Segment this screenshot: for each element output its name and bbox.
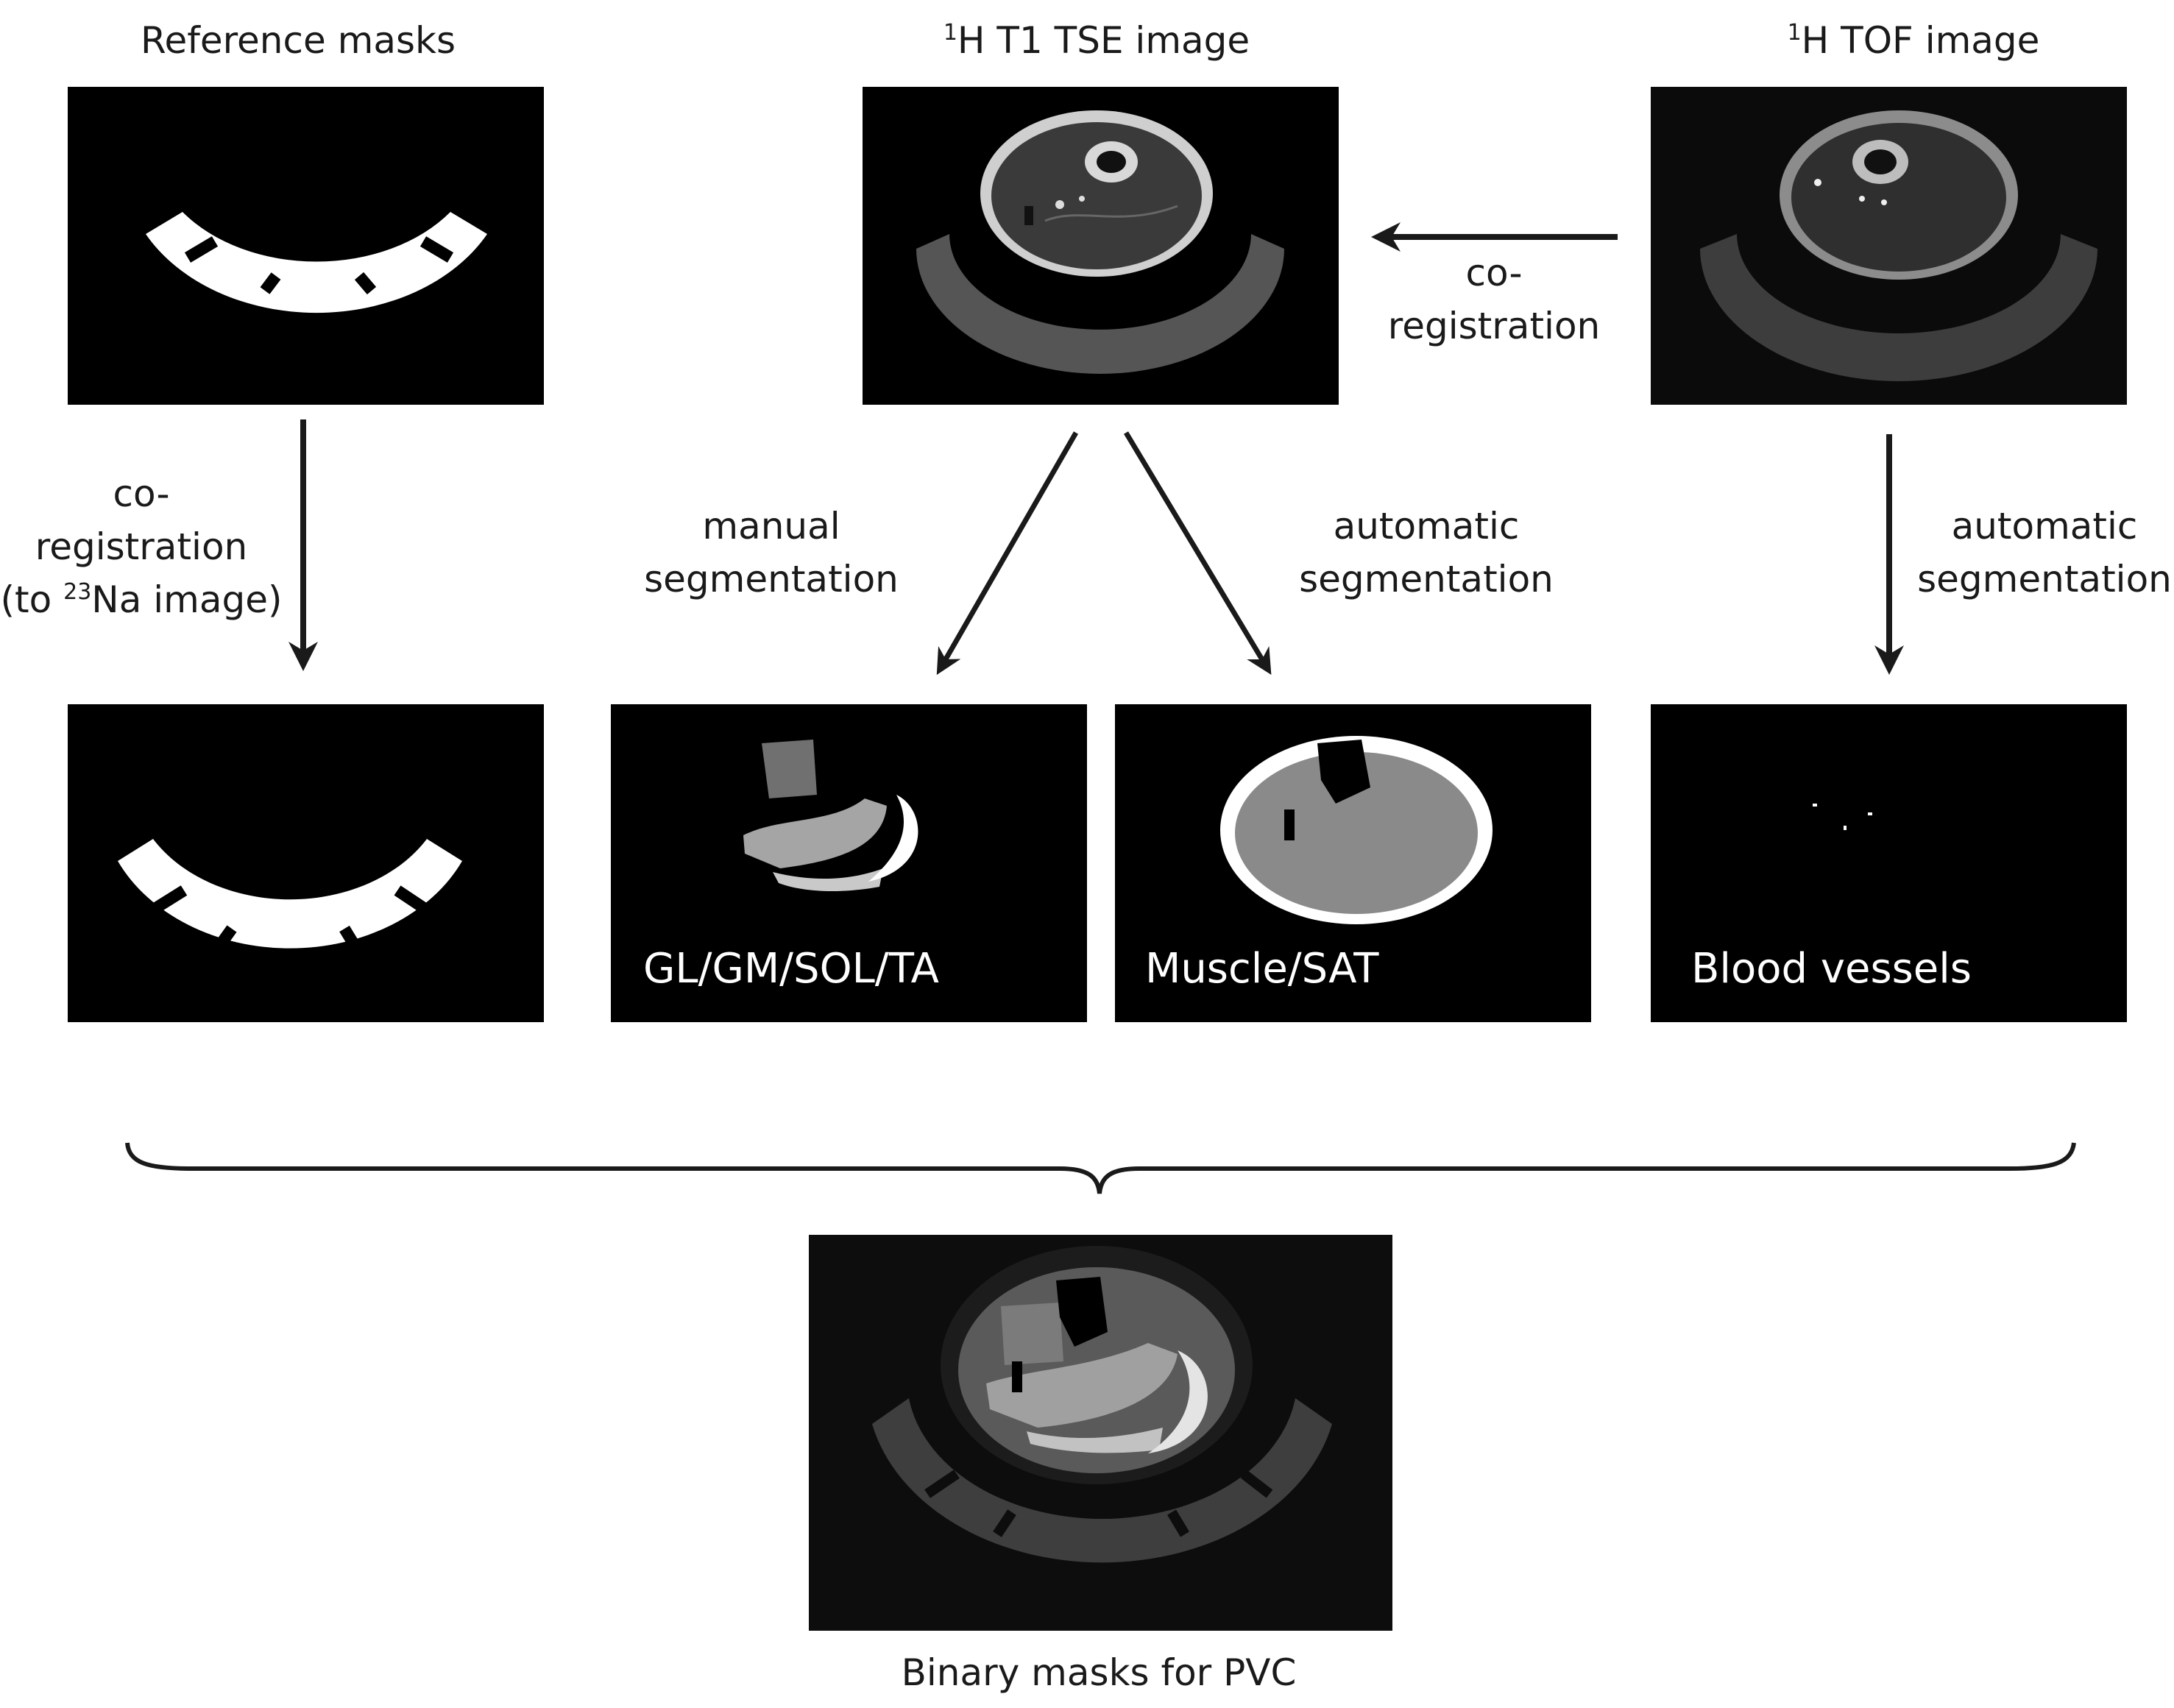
arrow-automatic-segmentation-mid	[1123, 431, 1272, 676]
binary-masks-panel	[809, 1235, 1392, 1631]
muscle-sat-panel: Muscle/SAT	[1115, 704, 1591, 1022]
gl-gm-sol-ta-panel: GL/GM/SOL/TA	[611, 704, 1087, 1022]
coregistration-left-label: co-registration(to 23Na image)	[1, 472, 283, 621]
muscle-sat-label: Muscle/SAT	[1145, 945, 1379, 993]
arrow-manual-segmentation	[936, 431, 1079, 676]
reference-masks-panel	[68, 87, 544, 405]
blood-vessels-label: Blood vessels	[1691, 945, 1972, 993]
tof-title: 1H TOF image	[1788, 19, 2040, 62]
t1-tse-title: 1H T1 TSE image	[943, 19, 1250, 62]
coregistration-top-label: co-registration	[1388, 252, 1600, 347]
coregistered-reference-masks-panel	[68, 704, 544, 1022]
reference-masks-title: Reference masks	[141, 19, 456, 62]
blood-vessels-panel: Blood vessels	[1651, 704, 2127, 1022]
t1-tse-image-panel	[863, 87, 1339, 405]
tof-image-panel	[1651, 87, 2127, 405]
binary-masks-caption: Binary masks for PVC	[902, 1651, 1297, 1694]
gl-gm-sol-ta-label: GL/GM/SOL/TA	[643, 945, 939, 993]
combining-brace	[125, 1142, 2076, 1194]
